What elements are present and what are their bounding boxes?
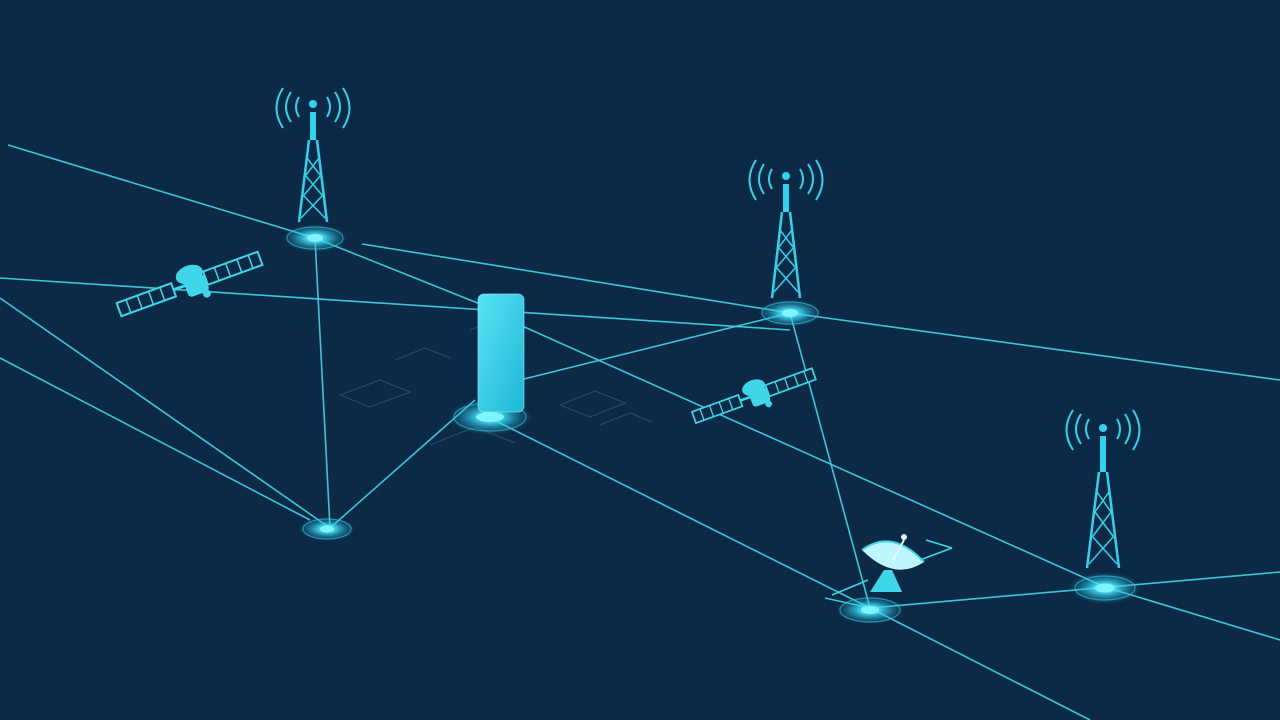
network-link	[361, 243, 791, 314]
satellite-icon	[115, 250, 264, 318]
network-node	[1069, 572, 1141, 604]
cell-tower-icon	[275, 87, 351, 223]
network-link	[489, 417, 871, 609]
network-link	[7, 144, 316, 239]
network-link	[0, 277, 791, 331]
network-link	[789, 312, 871, 609]
network-link	[0, 297, 331, 529]
network-link	[314, 237, 501, 313]
network-node	[299, 517, 355, 541]
network-link	[869, 607, 1091, 720]
satellite-icon	[690, 367, 817, 425]
network-link	[314, 237, 331, 529]
smartphone-icon	[477, 293, 525, 413]
network-node	[836, 596, 904, 624]
satellite-dish-icon	[831, 534, 953, 596]
network-link	[0, 357, 311, 521]
cell-tower-icon	[1065, 409, 1141, 569]
network-link	[789, 312, 1280, 381]
cell-tower-icon	[748, 159, 824, 299]
network-node	[758, 299, 822, 327]
network-link	[519, 324, 1106, 588]
network-link	[519, 312, 791, 381]
network-node	[283, 224, 347, 252]
